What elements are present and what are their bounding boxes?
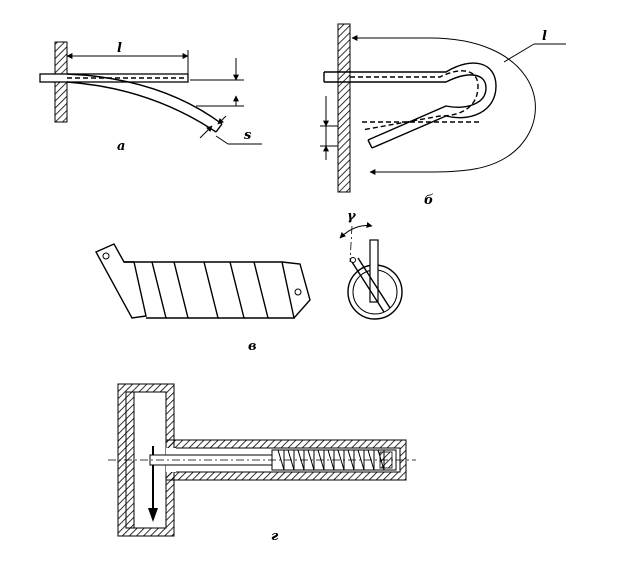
label-l-a: l xyxy=(117,41,122,56)
label-l-b: l xyxy=(542,29,547,44)
panel-a: l s а xyxy=(39,41,262,154)
panel-g: г xyxy=(108,383,416,544)
length-arc xyxy=(351,35,536,175)
spiral-coils xyxy=(124,261,311,319)
label-g: г xyxy=(271,529,279,544)
label-b: б xyxy=(424,193,434,208)
u-strip-outer xyxy=(324,62,497,149)
panel-v: γ в xyxy=(95,209,403,354)
strip-deflected xyxy=(66,81,217,133)
label-v: в xyxy=(248,339,257,354)
label-gamma: γ xyxy=(347,209,357,224)
label-a: а xyxy=(117,139,125,154)
label-s: s xyxy=(244,128,252,143)
wall-b xyxy=(337,23,351,193)
strip-straight xyxy=(39,73,189,83)
panel-b: l б xyxy=(320,23,566,208)
pointer-arrow xyxy=(148,446,158,522)
